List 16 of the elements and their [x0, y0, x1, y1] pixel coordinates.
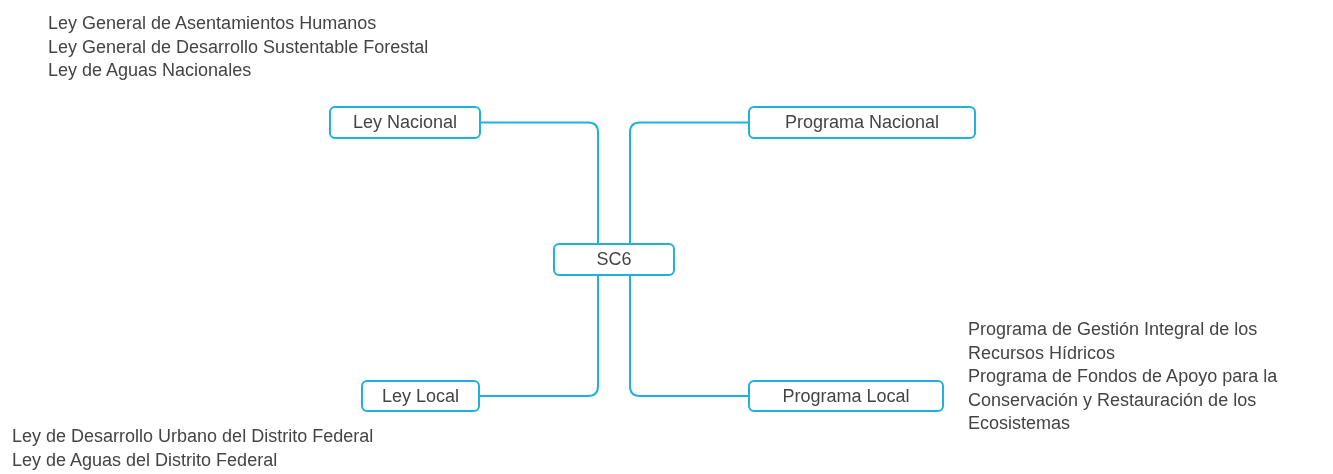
topic-box: SC6 — [553, 243, 675, 276]
note-text: Programa de Fondos de Apoyo para la Conservación y Restauración de los Ecosistemas — [968, 365, 1279, 435]
topic-box: Ley Local — [361, 380, 480, 412]
topic-box: Ley Nacional — [329, 106, 481, 139]
note-text: Ley de Desarrollo Urbano del Distrito Federal — [12, 425, 374, 448]
note-text: Ley de Aguas Nacionales — [48, 59, 252, 82]
note-text: Ley General de Asentamientos Humanos — [48, 12, 377, 35]
note-text: Ley General de Desarrollo Sustentable Forestal — [48, 35, 429, 59]
connector-line — [479, 275, 599, 397]
connector-line — [480, 121, 599, 244]
topic-box: Programa Local — [748, 380, 944, 412]
note-text: Ley de Aguas del Distrito Federal — [12, 448, 278, 472]
connector-line — [629, 121, 749, 244]
connector-line — [629, 275, 749, 397]
topic-box: Programa Nacional — [748, 106, 976, 139]
note-text: Programa de Gestión Integral de los Recursos Hídricos — [968, 318, 1259, 365]
